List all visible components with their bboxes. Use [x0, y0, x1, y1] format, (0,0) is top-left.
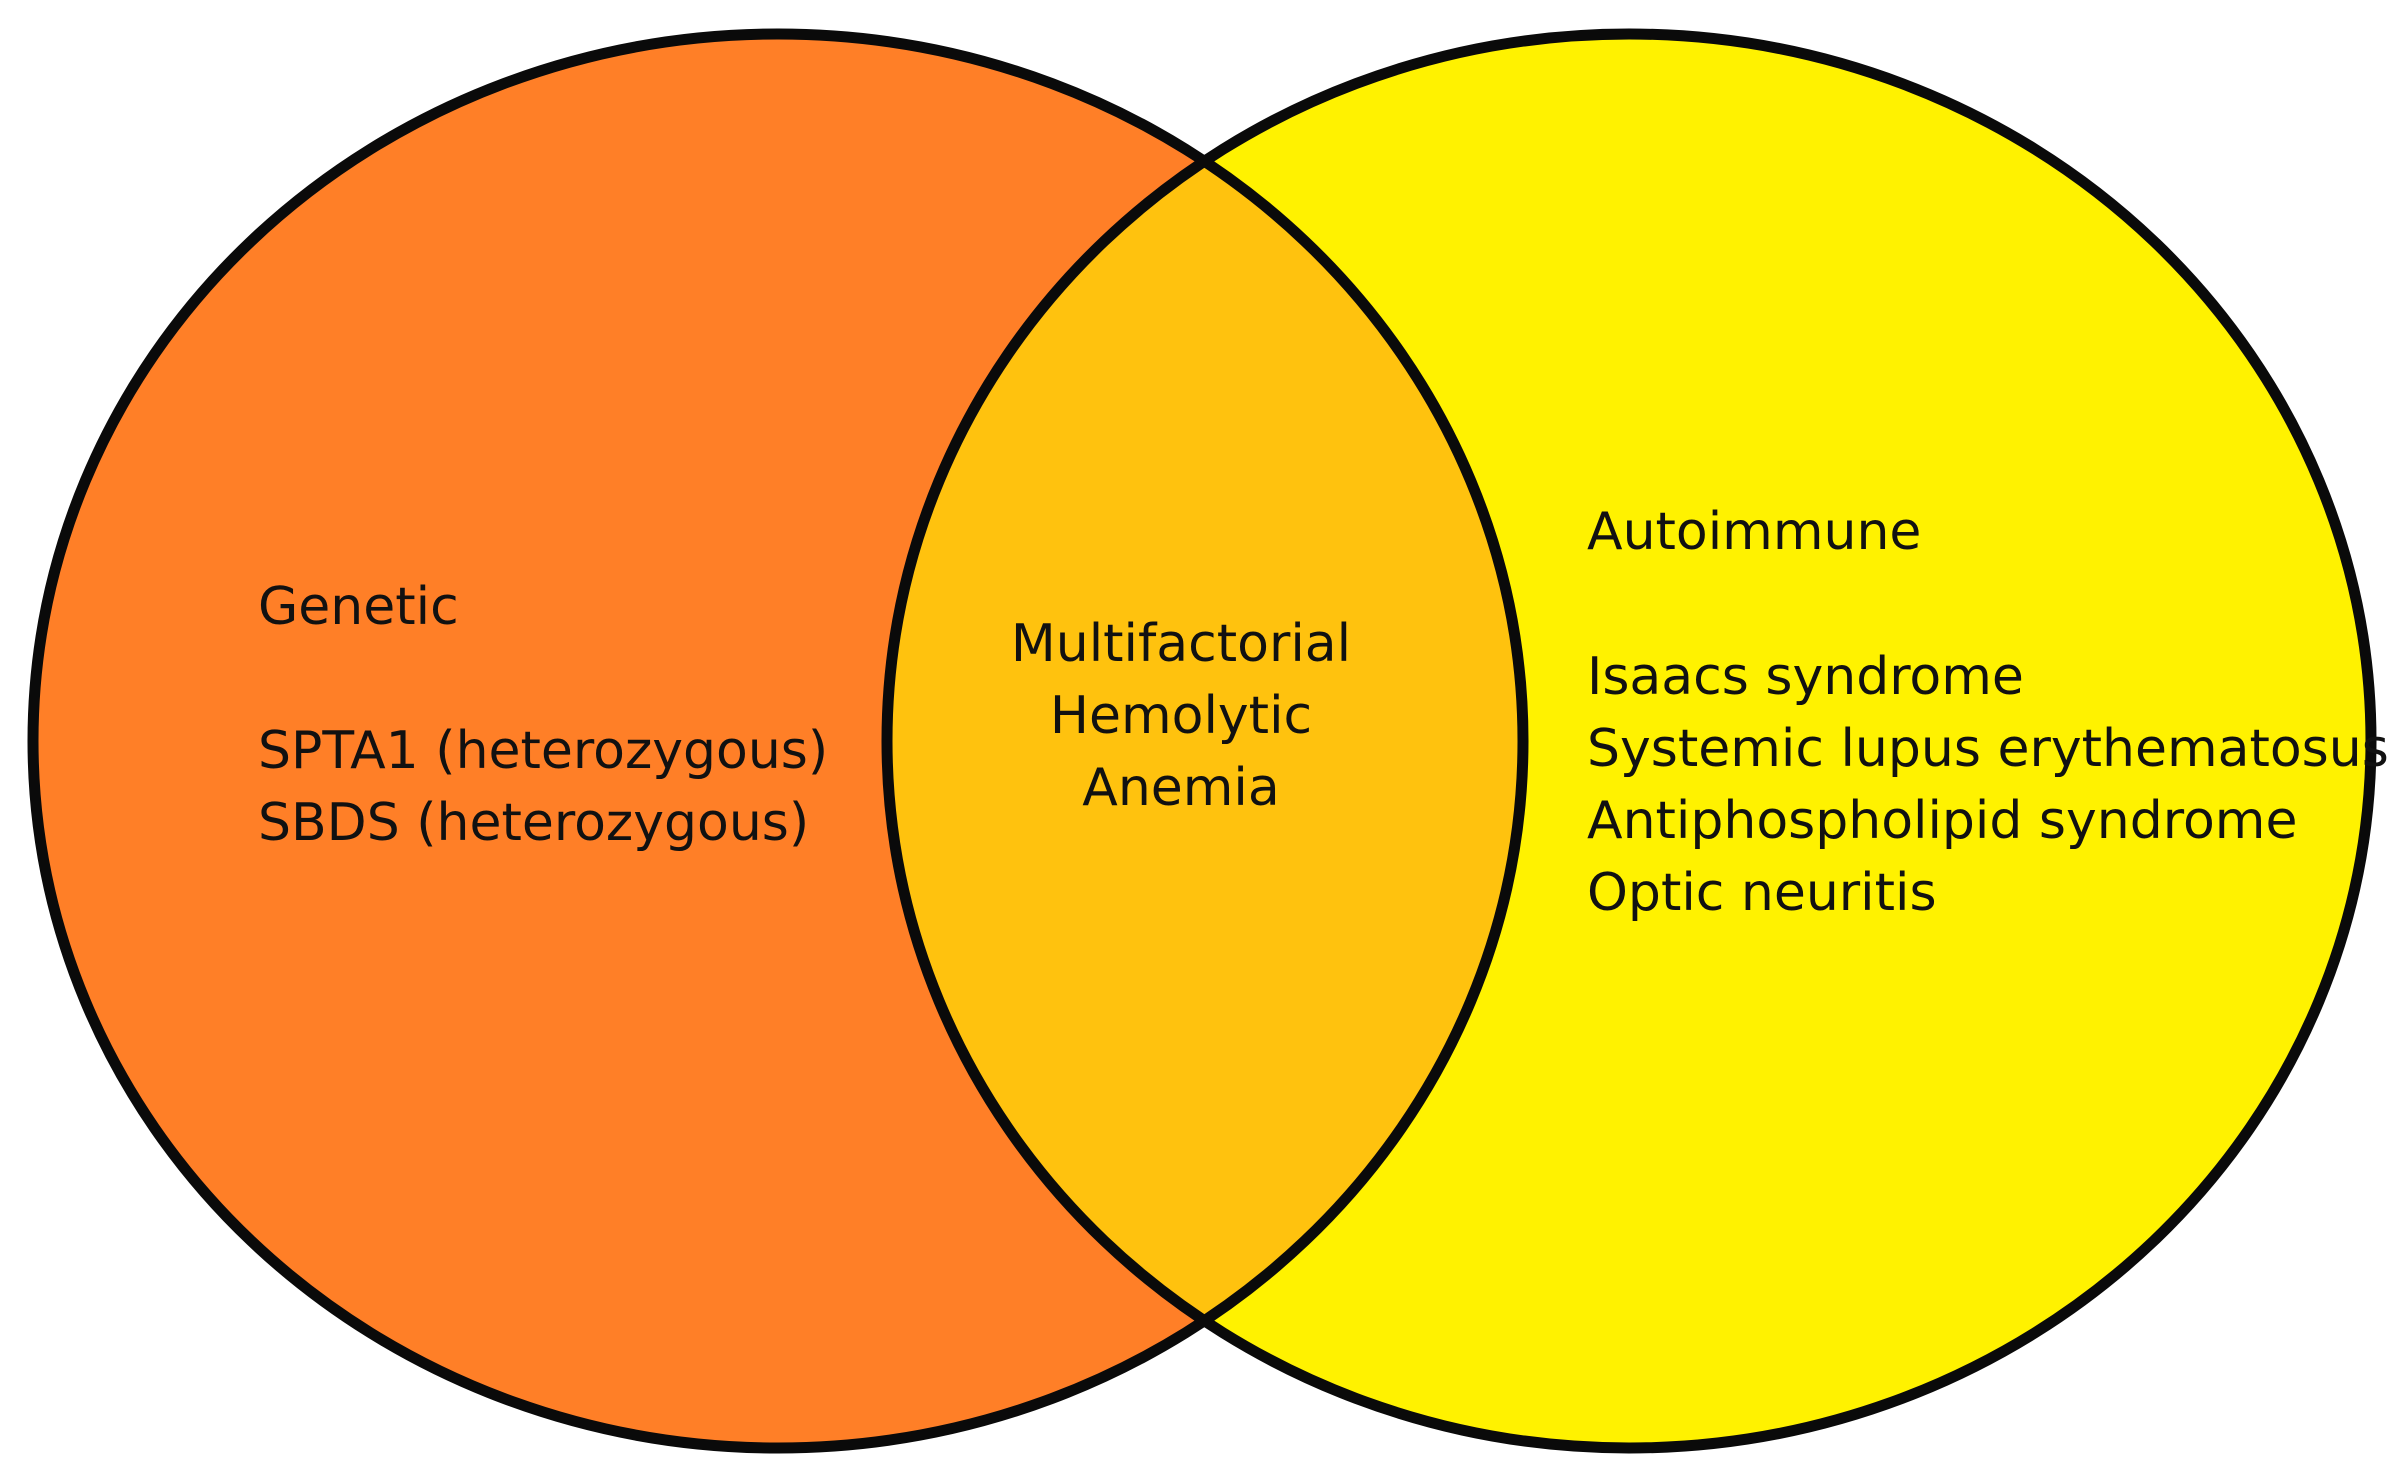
right-item: Systemic lupus erythematosus — [1587, 719, 2389, 779]
left-item: SBDS (heterozygous) — [258, 793, 809, 853]
left-heading: Genetic — [258, 577, 459, 637]
left-circle-outline — [27, 28, 1529, 1454]
left-item: SPTA1 (heterozygous) — [258, 721, 828, 781]
right-item: Antiphospholipid syndrome — [1587, 791, 2297, 851]
right-heading: Autoimmune — [1587, 502, 1921, 562]
right-circle-outline — [881, 28, 2377, 1454]
right-item: Optic neuritis — [1587, 863, 1937, 923]
right-item: Isaacs syndrome — [1587, 647, 2024, 707]
overlap-region — [887, 34, 1523, 1448]
overlap-line: Anemia — [1082, 758, 1280, 818]
overlap-line: Hemolytic — [1050, 686, 1312, 746]
overlap-line: Multifactorial — [1011, 614, 1351, 674]
